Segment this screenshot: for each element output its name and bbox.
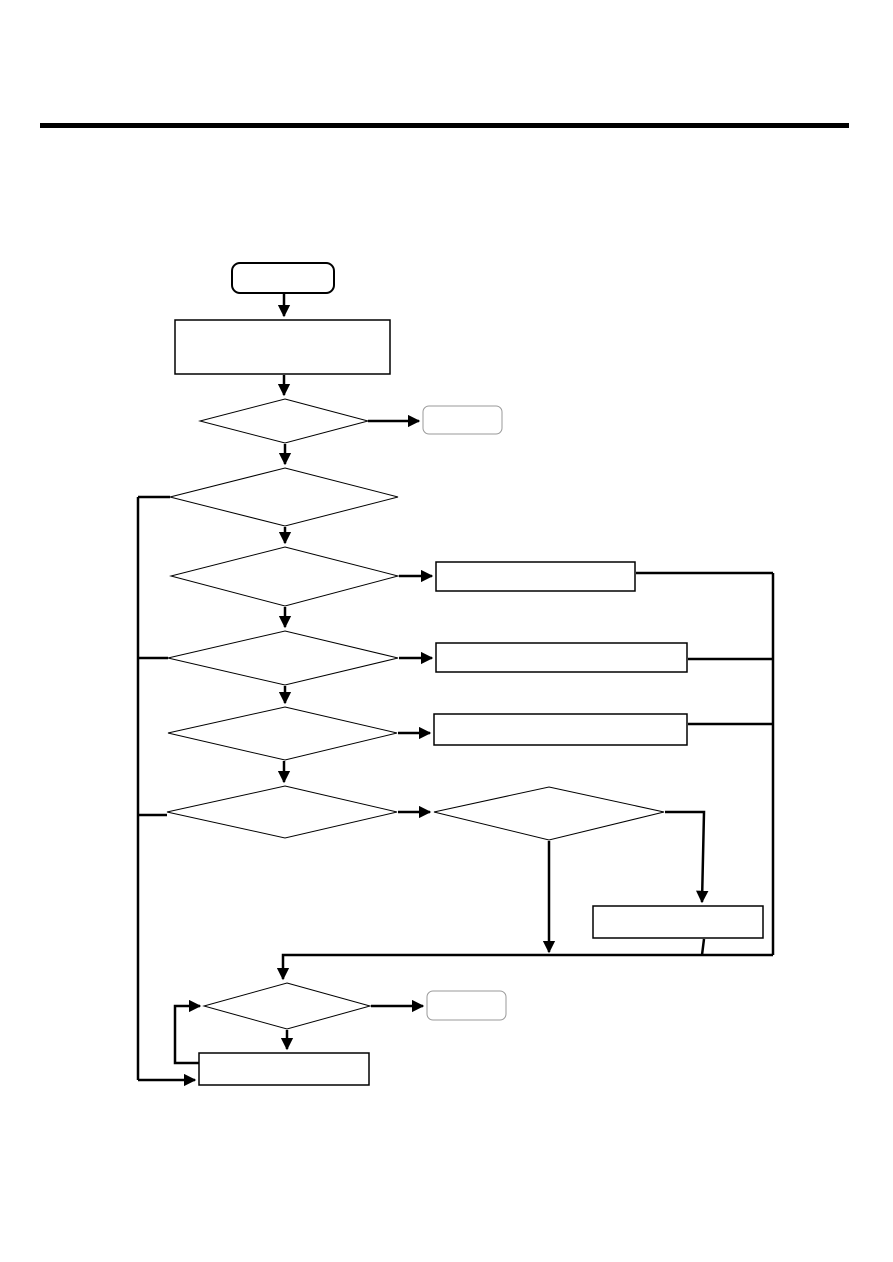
loop-back-to-decision-8 (173, 999, 202, 1065)
decision-5-diamond (167, 706, 398, 761)
decision-8-diamond (202, 982, 372, 1030)
process-d-box (592, 905, 764, 939)
process-a-box (435, 561, 636, 592)
decision-1-diamond (198, 398, 370, 444)
decision-3-diamond (169, 546, 400, 607)
decision-7-diamond (433, 786, 665, 841)
start-terminal (231, 262, 335, 294)
process-b-box (435, 642, 688, 673)
decision-4-diamond (167, 630, 399, 686)
decision-2-diamond (169, 467, 399, 527)
header-rule (40, 123, 849, 128)
end-early-terminal (422, 405, 503, 435)
process-loop-box (198, 1052, 370, 1086)
line-process-d-to-merge (700, 938, 706, 956)
decision-6-diamond (166, 785, 398, 839)
process-c-box (433, 713, 688, 746)
process-init-box (174, 319, 391, 375)
merge-bus-to-decision-8 (276, 953, 773, 981)
arrow-decision-7-to-process-d (665, 810, 709, 904)
end-final-terminal (426, 990, 507, 1021)
